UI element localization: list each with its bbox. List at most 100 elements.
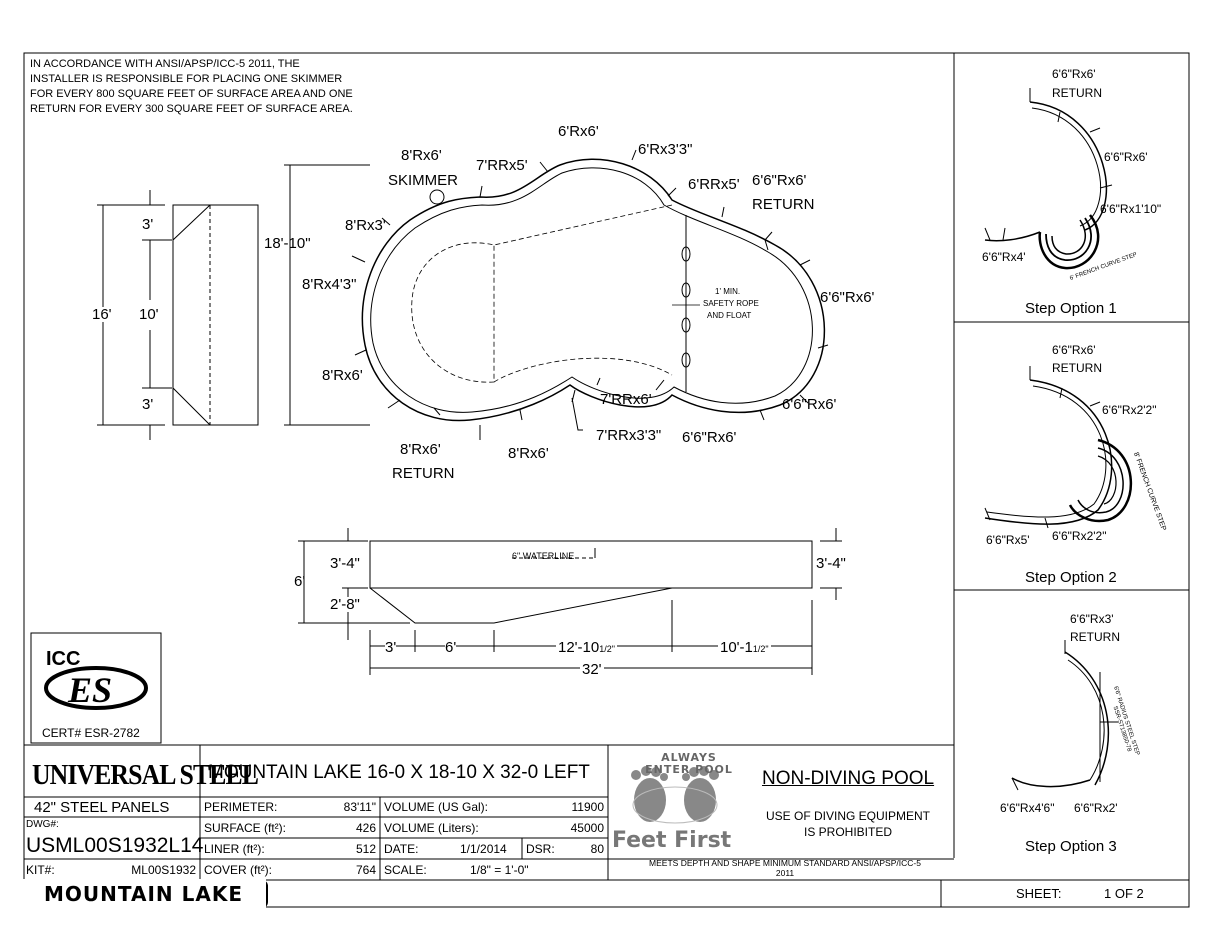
spec-value: 1/8" = 1'-0" xyxy=(470,863,529,877)
feet-first-top: ALWAYS ENTER POOL xyxy=(614,752,764,776)
waterline-label: 6" WATERLINE xyxy=(512,551,575,561)
step-option-1-caption: Step Option 1 xyxy=(1025,300,1117,317)
plan-label: 6'Rx6' xyxy=(558,123,599,140)
step-label: 6'6"Rx6' xyxy=(1052,343,1096,357)
plan-label: 8'Rx6' xyxy=(401,147,442,164)
dwg-label: DWG#: xyxy=(26,819,59,830)
spec-key: COVER (ft²): xyxy=(204,863,272,877)
cert-number: CERT# ESR-2782 xyxy=(42,726,140,740)
plan-label: RETURN xyxy=(392,465,455,482)
end-top-dim: 3' xyxy=(142,216,154,233)
plan-label: 6'6"Rx6' xyxy=(820,289,875,306)
step-label: 6'6"Rx3' xyxy=(1070,612,1114,626)
spec-value: 764 xyxy=(355,863,376,877)
plan-label: 8'Rx6' xyxy=(508,445,549,462)
seg4-whole: 10'-1 xyxy=(720,639,753,656)
plan-view xyxy=(284,149,829,440)
svg-text:ES: ES xyxy=(67,670,112,710)
feet-first-text: Feet First xyxy=(612,828,732,853)
plan-label: 6'Rx3'3" xyxy=(638,141,693,158)
section-seg1-dim: 3' xyxy=(385,639,397,656)
plan-label: 8'Rx4'3" xyxy=(302,276,357,293)
spec-value: 426 xyxy=(355,821,376,835)
step-label: 6'6"Rx6' xyxy=(1104,150,1148,164)
step-label: 6'6"Rx4'6" xyxy=(1000,801,1055,815)
section-right-top-dim: 3'-4" xyxy=(816,555,846,572)
icc-es-box xyxy=(30,632,162,744)
plan-label: 6'RRx5' xyxy=(688,176,740,193)
mountain-lake-logo-text: MOUNTAIN LAKE xyxy=(44,882,243,906)
end-bottom-dim: 3' xyxy=(142,396,154,413)
svg-text:ICC: ICC xyxy=(46,648,80,670)
spec-key: VOLUME (US Gal): xyxy=(384,800,489,814)
step-label: 6'6"Rx2'2" xyxy=(1052,529,1107,543)
seg3-whole: 12'-10 xyxy=(558,639,600,656)
step-label: 6'6"Rx1'10" xyxy=(1100,202,1162,216)
spec-value: 512 xyxy=(355,842,376,856)
steel-panels: 42" STEEL PANELS xyxy=(34,799,170,816)
section-seg3-dim: 12'-101/2" xyxy=(556,640,617,655)
ff-top-line2: ENTER POOL xyxy=(645,763,733,776)
spec-key: VOLUME (Liters): xyxy=(384,821,479,835)
pool-outline xyxy=(361,158,826,422)
spec-key: DATE: xyxy=(384,842,419,856)
step-option-2-drawing xyxy=(984,366,1132,529)
section-total-dim: 32' xyxy=(580,661,604,678)
standard-note: MEETS DEPTH AND SHAPE MINIMUM STANDARD A… xyxy=(649,858,921,878)
step-option-3-drawing xyxy=(1011,640,1118,791)
plan-label: 8'Rx6' xyxy=(400,441,441,458)
plan-label: 6'6"Rx6' xyxy=(752,172,807,189)
section-left-slope-dim: 2'-8" xyxy=(330,596,360,613)
spec-value: 11900 xyxy=(571,800,604,814)
icc-es-logo: ICC ES xyxy=(44,648,148,710)
universal-steel-logo: UNIVERSAL STEEL xyxy=(32,760,259,791)
plan-label: 8'Rx3' xyxy=(345,217,386,234)
plan-label: 7'RRx3'3" xyxy=(596,427,662,444)
step-label: 6'6"Rx5' xyxy=(986,533,1030,547)
rope-note: 1' MIN. xyxy=(715,287,741,296)
non-diving-title: NON-DIVING POOL xyxy=(762,768,935,789)
rope-note: SAFETY ROPE xyxy=(703,299,759,308)
feet-first-logo xyxy=(631,766,719,824)
spec-key: DSR: xyxy=(526,842,555,856)
step-label: RETURN xyxy=(1070,630,1120,644)
step-label: RETURN xyxy=(1052,86,1102,100)
step-option-3-caption: Step Option 3 xyxy=(1025,838,1117,855)
spec-key: SCALE: xyxy=(384,863,427,877)
plan-width-dim: 18'-10" xyxy=(264,235,311,252)
spec-value: 80 xyxy=(590,842,604,856)
plan-label: 8'Rx6' xyxy=(322,367,363,384)
ff-top-line1: ALWAYS xyxy=(661,751,717,764)
section-seg2-dim: 6' xyxy=(445,639,457,656)
plan-label: 7'RRx6' xyxy=(600,391,652,408)
spec-value: 45000 xyxy=(570,821,604,835)
end-view xyxy=(97,190,259,440)
kit-number: ML00S1932 xyxy=(131,863,196,877)
step-option-1-drawing xyxy=(984,88,1113,270)
rope-note: AND FLOAT xyxy=(707,311,752,320)
step-label: 6'6"Rx4' xyxy=(982,250,1026,264)
spec-value: 83'11" xyxy=(343,800,376,814)
section-seg4-dim: 10'-11/2" xyxy=(718,640,771,655)
end-mid-dim: 10' xyxy=(139,306,159,323)
spec-key: SURFACE (ft²): xyxy=(204,821,287,835)
seg3-frac: 1/2" xyxy=(599,644,615,654)
end-total-dim: 16' xyxy=(92,306,112,323)
plan-label: 6'6"Rx6' xyxy=(682,429,737,446)
kit-label: KIT#: xyxy=(26,863,55,877)
sheet-label: SHEET: xyxy=(1016,886,1062,901)
step-label: 6'6"Rx2'2" xyxy=(1102,403,1157,417)
dwg-number: USML00S1932L14 xyxy=(26,834,204,857)
spec-key: LINER (ft²): xyxy=(204,842,265,856)
sheet-number: 1 OF 2 xyxy=(1104,886,1144,901)
sheet-border xyxy=(23,52,1190,908)
skimmer-return-notice: IN ACCORDANCE WITH ANSI/APSP/ICC-5 2011,… xyxy=(30,58,353,115)
non-diving-text: USE OF DIVING EQUIPMENT IS PROHIBITED xyxy=(765,809,930,839)
seg4-frac: 1/2" xyxy=(752,644,769,654)
step-label: 6'6"Rx6' xyxy=(1052,67,1096,81)
plan-label: RETURN xyxy=(752,196,815,213)
plan-label: SKIMMER xyxy=(388,172,459,189)
step-label: 6'6"Rx2' xyxy=(1074,801,1118,815)
section-left-top-dim: 3'-4" xyxy=(330,555,360,572)
